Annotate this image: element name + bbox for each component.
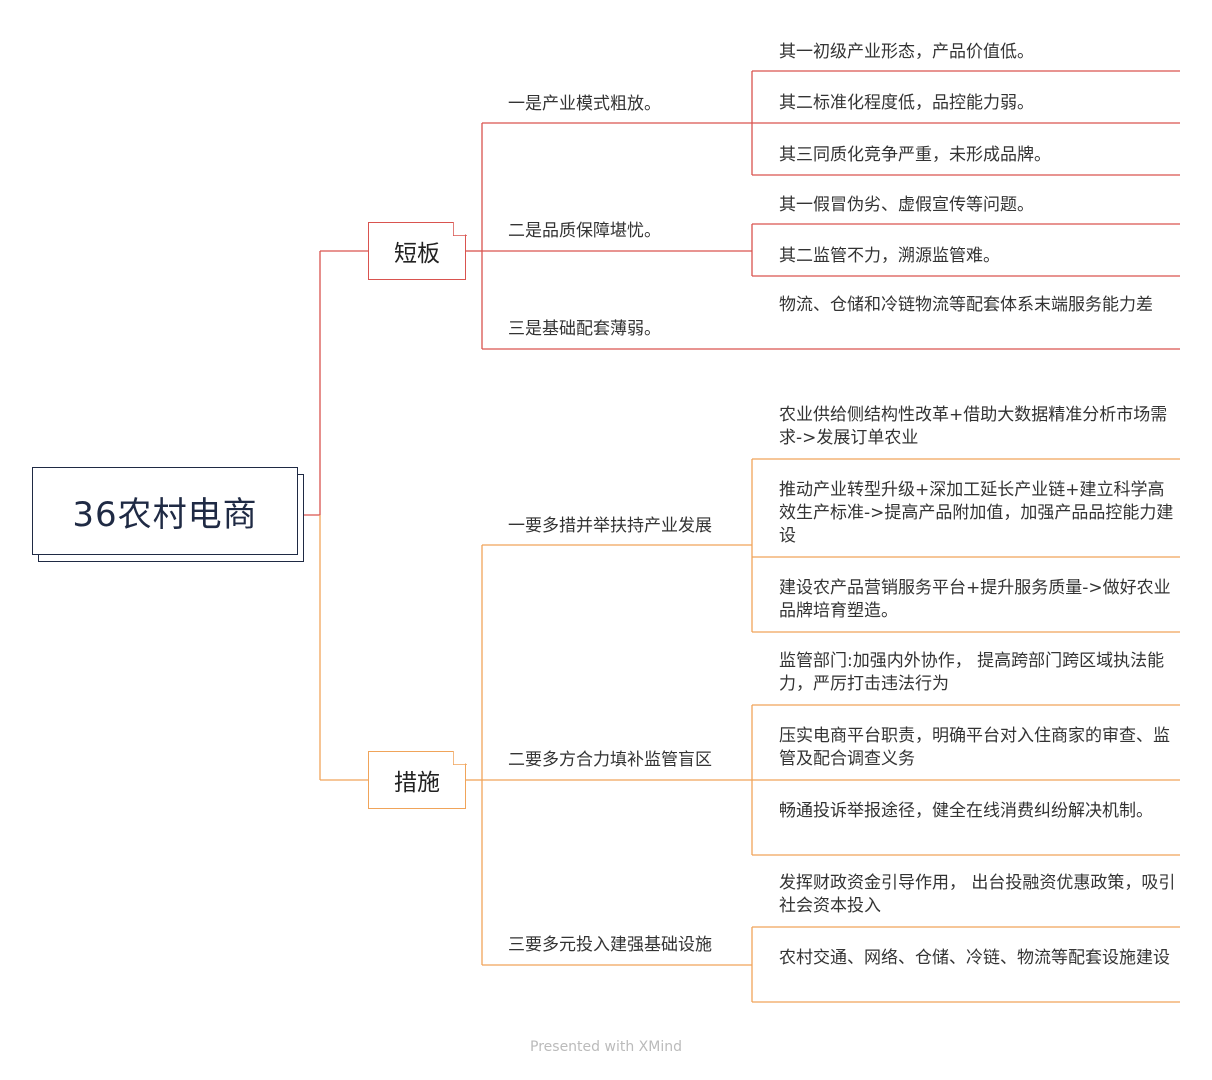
branch-shortcoming[interactable]: 短板 — [368, 221, 467, 280]
subtopic-label[interactable]: 一是产业模式粗放。 — [508, 94, 661, 114]
leaf-topic[interactable]: 压实电商平台职责，明确平台对入住商家的审查、监管及配合调查义务 — [779, 726, 1170, 769]
fold-corner-icon — [452, 221, 467, 236]
leaf-topic[interactable]: 其一假冒伪劣、虚假宣传等问题。 — [779, 195, 1034, 215]
branch-shortcoming-label: 短板 — [394, 241, 440, 267]
leaf-topic[interactable]: 其一初级产业形态，产品价值低。 — [779, 42, 1034, 62]
root-title: 36农村电商 — [72, 494, 258, 535]
leaf-topic[interactable]: 其二监管不力，溯源监管难。 — [779, 246, 1000, 266]
leaf-topic[interactable]: 建设农产品营销服务平台+提升服务质量->做好农业品牌培育塑造。 — [779, 578, 1171, 621]
leaf-topic[interactable]: 畅通投诉举报途径，健全在线消费纠纷解决机制。 — [779, 801, 1153, 821]
leaf-topic[interactable]: 农业供给侧结构性改革+借助大数据精准分析市场需求->发展订单农业 — [779, 405, 1168, 448]
leaf-topic[interactable]: 其三同质化竞争严重，未形成品牌。 — [779, 145, 1051, 165]
leaf-topic[interactable]: 其二标准化程度低，品控能力弱。 — [779, 93, 1034, 113]
subtopic-label[interactable]: 三要多元投入建强基础设施 — [508, 935, 712, 955]
subtopic-label[interactable]: 二要多方合力填补监管盲区 — [508, 750, 712, 770]
subtopic-label[interactable]: 三是基础配套薄弱。 — [508, 319, 661, 339]
fold-corner-icon — [452, 750, 467, 765]
branch-measures-label: 措施 — [394, 770, 440, 796]
subtopic-label[interactable]: 一要多措并举扶持产业发展 — [508, 516, 712, 536]
root-topic[interactable]: 36农村电商 — [32, 467, 298, 555]
leaf-topic[interactable]: 监管部门:加强内外协作， 提高跨部门跨区域执法能力，严厉打击违法行为 — [779, 651, 1165, 694]
leaf-topic[interactable]: 推动产业转型升级+深加工延长产业链+建立科学高效生产标准->提高产品附加值，加强… — [779, 480, 1174, 546]
branch-measures[interactable]: 措施 — [368, 750, 467, 809]
subtopic-label[interactable]: 二是品质保障堪忧。 — [508, 221, 661, 241]
footer-credit: Presented with XMind — [530, 1039, 682, 1055]
leaf-topic[interactable]: 发挥财政资金引导作用， 出台投融资优惠政策，吸引社会资本投入 — [779, 873, 1176, 916]
leaf-topic[interactable]: 物流、仓储和冷链物流等配套体系末端服务能力差 — [779, 295, 1153, 315]
leaf-topic[interactable]: 农村交通、网络、仓储、冷链、物流等配套设施建设 — [779, 948, 1170, 968]
